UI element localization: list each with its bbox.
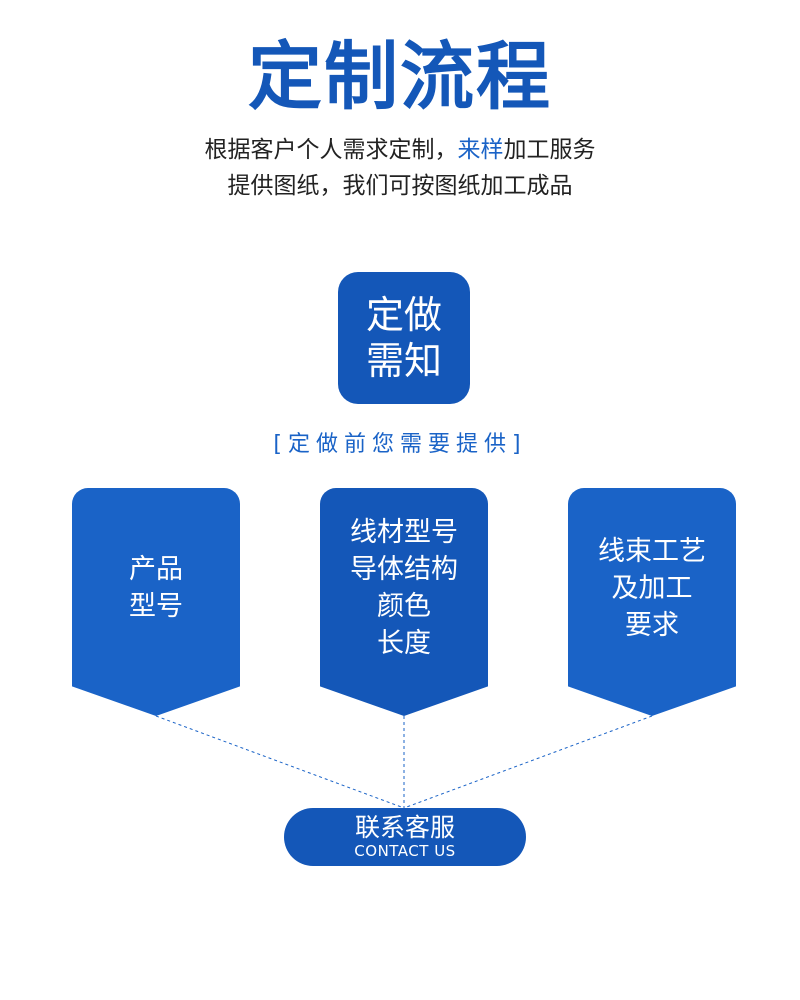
subtitle: 根据客户个人需求定制，来样加工服务 提供图纸，我们可按图纸加工成品 (0, 132, 800, 204)
page-title: 定制流程 (248, 34, 552, 120)
card-line: 导体结构 (350, 554, 458, 585)
subtitle-text-a: 根据客户个人需求定制， (204, 137, 458, 163)
subtitle-line-1: 根据客户个人需求定制，来样加工服务 (0, 132, 800, 168)
card-line: 长度 (377, 628, 431, 659)
card-line: 线束工艺 (598, 535, 706, 567)
card-line: 要求 (625, 609, 679, 641)
card-line: 颜色 (377, 591, 431, 622)
subtitle-line-2: 提供图纸，我们可按图纸加工成品 (227, 173, 573, 199)
badge-line-1: 定做 (365, 293, 442, 337)
badge-line-2: 需知 (365, 339, 442, 383)
subtitle-text-b: 加工服务 (503, 137, 596, 163)
card-harness-process: 线束工艺 及加工 要求 (568, 488, 736, 716)
card-line: 型号 (129, 591, 183, 622)
card-wire-spec: 线材型号 导体结构 颜色 长度 (320, 488, 488, 716)
contact-label-cn: 联系客服 (354, 813, 455, 842)
contact-label-en: CONTACT US (354, 842, 456, 860)
card-product-model: 产品 型号 (72, 488, 240, 716)
requirements-hint: [定做前您需要提供] (273, 432, 527, 457)
subtitle-highlight: 来样 (457, 137, 504, 163)
card-line: 产品 (129, 554, 183, 585)
connector-line-right (403, 715, 653, 809)
notice-badge: 定做 需知 (338, 272, 470, 404)
contact-us-button[interactable]: 联系客服 CONTACT US (284, 808, 526, 866)
card-line: 及加工 (611, 572, 693, 604)
card-line: 线材型号 (350, 517, 458, 548)
connector-line-left (155, 715, 405, 809)
